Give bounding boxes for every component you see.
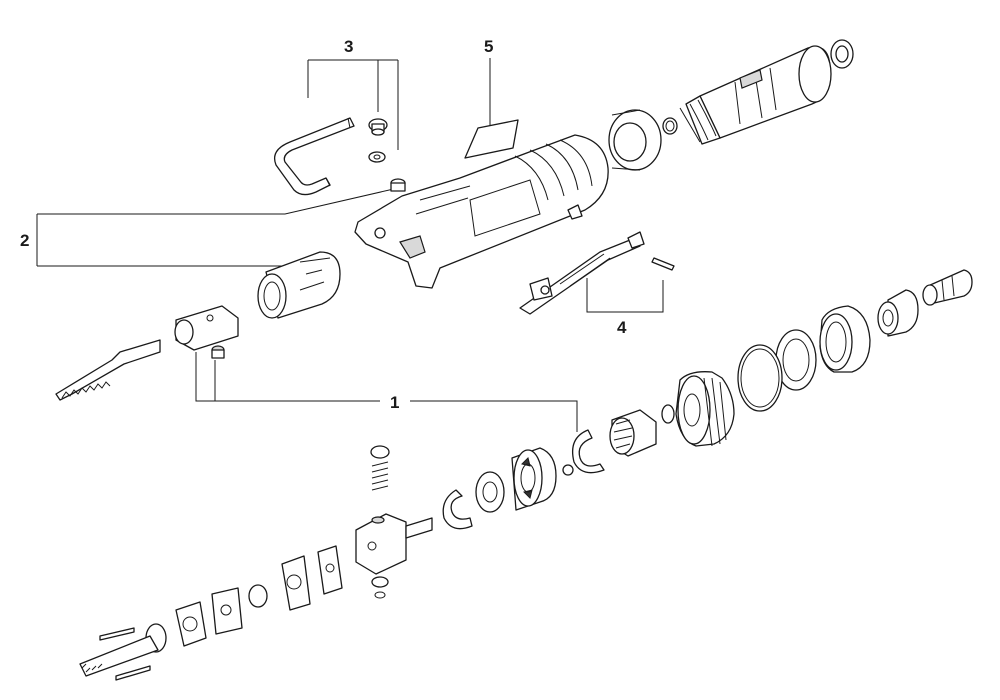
motor-cylinder-part xyxy=(679,45,832,145)
label-plate-part xyxy=(464,119,519,159)
clip-ring-part xyxy=(442,489,473,530)
trigger-lever-part xyxy=(519,231,645,315)
o-ring-small-part xyxy=(662,117,678,135)
main-housing-part xyxy=(354,134,609,289)
cage-part xyxy=(609,409,657,457)
bushing-small-part xyxy=(248,584,268,608)
callout-1: 1 xyxy=(390,393,399,412)
gasket-plate-part xyxy=(175,601,207,647)
gear-ring-part xyxy=(511,447,557,511)
callout-4-group: 4 xyxy=(586,278,664,337)
dowel-pin-a-part xyxy=(99,627,135,641)
callout-5: 5 xyxy=(484,37,493,56)
chuck-screw-part xyxy=(211,345,225,359)
callout-5-group: 5 xyxy=(484,37,493,125)
callout-3-group: 3 xyxy=(307,37,399,150)
callout-2-leader xyxy=(36,187,399,267)
blade-chuck-part xyxy=(174,305,239,351)
callout-1-leader xyxy=(195,352,578,432)
callout-2: 2 xyxy=(20,231,29,250)
valve-spring-part xyxy=(371,461,389,491)
cover-plate-part xyxy=(211,587,243,635)
swivel-nut-part xyxy=(877,289,919,337)
end-ring-part xyxy=(608,109,662,171)
saw-blade-part xyxy=(55,339,161,401)
callout-3-leader xyxy=(307,59,399,150)
washer-part xyxy=(368,151,386,163)
pin-part xyxy=(651,257,675,271)
crank-block-part xyxy=(355,513,433,575)
thin-gasket-part xyxy=(737,344,783,412)
small-o-ring-part xyxy=(661,404,675,424)
callout-4: 4 xyxy=(617,318,627,337)
dowel-pin-b-part xyxy=(115,665,151,681)
end-cap-part xyxy=(819,305,871,373)
top-nut-part xyxy=(830,39,854,69)
set-screw-part xyxy=(390,178,406,192)
retaining-ring-part xyxy=(571,429,605,474)
rotor-housing-part xyxy=(675,371,735,447)
sleeve-part xyxy=(257,251,341,319)
screw-part xyxy=(368,118,388,136)
callout-1-group: 1 xyxy=(195,352,578,432)
shaft-part xyxy=(79,623,167,677)
side-plate-b-part xyxy=(281,555,311,611)
callout-2-group: 2 xyxy=(20,187,399,267)
valve-ball-part xyxy=(370,445,390,459)
air-inlet-fitting-part xyxy=(922,269,973,306)
small-screw-gear-part xyxy=(562,464,574,476)
hex-key-part xyxy=(273,117,355,196)
callout-4-leader xyxy=(586,278,664,313)
callout-3: 3 xyxy=(344,37,353,56)
small-spacer-part xyxy=(371,576,389,599)
bearing-part xyxy=(475,471,505,513)
side-plate-a-part xyxy=(317,545,343,595)
